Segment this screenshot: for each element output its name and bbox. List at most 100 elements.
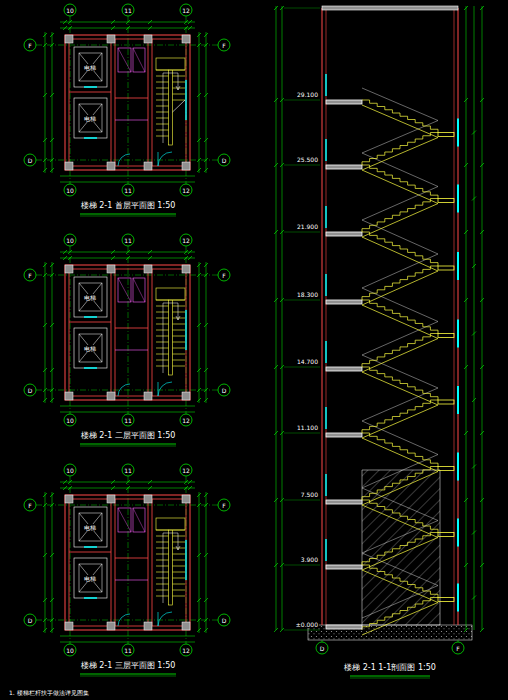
dimension-tick <box>204 263 208 267</box>
stair-tread <box>156 124 169 125</box>
dimension-tick <box>50 323 54 327</box>
stair-tread <box>173 324 186 325</box>
column <box>144 265 152 273</box>
stair-tread <box>156 130 169 131</box>
dimension-tick <box>480 163 484 167</box>
level-line <box>284 232 320 233</box>
shaft <box>133 278 145 302</box>
axis-number: D <box>320 645 325 652</box>
dimension-tick <box>280 298 284 302</box>
stair-flight <box>362 133 438 166</box>
dimension-tick <box>472 465 476 469</box>
column <box>182 622 190 630</box>
window <box>457 584 459 612</box>
dimension-tick <box>197 398 201 402</box>
door <box>325 407 327 429</box>
stair-tread <box>156 354 169 355</box>
wall <box>152 39 153 166</box>
stair-tread <box>156 82 169 83</box>
dimension-tick <box>274 563 278 567</box>
handrail <box>362 521 438 554</box>
floor-slab <box>326 565 362 569</box>
title-text: 楼梯 2-1 二层平面图 1:50 <box>81 431 176 441</box>
stair-tread <box>173 312 186 313</box>
dimension-tick <box>43 398 47 402</box>
stair-tread <box>173 306 186 307</box>
dimension-line <box>206 262 207 403</box>
dimension-tick <box>50 618 54 622</box>
dimension-tick <box>480 365 484 369</box>
dimension-tick <box>197 273 201 277</box>
dimension-tick <box>50 503 54 507</box>
level-line <box>284 8 320 9</box>
axis-bubble <box>122 644 134 656</box>
dimension-tick <box>50 553 54 557</box>
elevation-label: 18.300 <box>296 291 319 298</box>
title-underline <box>80 674 176 675</box>
dimension-tick <box>43 493 47 497</box>
elevator-shaft <box>74 558 107 598</box>
dimension-tick <box>63 250 67 254</box>
elevator-door <box>84 367 97 369</box>
floor-slab <box>326 625 362 629</box>
room-label: 电梯 <box>83 64 97 71</box>
dimension-tick <box>204 398 208 402</box>
dimension-tick <box>464 163 468 167</box>
stair-tread <box>156 360 169 361</box>
arrow-head <box>176 316 180 320</box>
arrow-head <box>176 546 180 550</box>
dimension-tick <box>197 138 201 142</box>
axis-bubble <box>180 464 192 476</box>
column <box>65 392 73 400</box>
dimension-tick <box>197 553 201 557</box>
column <box>65 265 73 273</box>
stair-soffit <box>362 138 438 171</box>
floor-slab <box>326 300 362 304</box>
stair-tread <box>173 584 186 585</box>
stair-flight <box>362 565 438 598</box>
dimension-tick <box>43 618 47 622</box>
stair-tread <box>156 336 169 337</box>
elevation-label: 7.500 <box>300 491 319 498</box>
stair-flight <box>362 467 438 501</box>
dimension-tick <box>50 388 54 392</box>
dimension-tick <box>68 486 72 490</box>
stair-soffit <box>362 603 438 636</box>
dimension-tick <box>197 33 201 37</box>
axis-number: 11 <box>124 237 132 244</box>
floor-slab <box>326 433 362 437</box>
axis-line <box>36 160 218 161</box>
title-underline <box>80 676 176 677</box>
walk-arrow <box>163 533 178 603</box>
dimension-tick <box>480 298 484 302</box>
axis-bubble <box>64 464 76 476</box>
dimension-tick <box>43 598 47 602</box>
dimension-tick <box>148 20 152 24</box>
outer-wall <box>69 499 186 626</box>
axis-line <box>36 505 218 506</box>
title-underline <box>80 444 176 445</box>
axis-line <box>128 246 129 414</box>
door <box>325 341 327 363</box>
dimension-tick <box>274 6 278 10</box>
dimension-tick <box>464 563 468 567</box>
axis-number: 10 <box>66 417 74 424</box>
dimension-tick <box>197 503 201 507</box>
stair-tread <box>156 560 169 561</box>
handrail <box>362 88 438 121</box>
dimension-tick <box>197 93 201 97</box>
stair-tread <box>156 530 169 531</box>
elevator-car <box>79 283 102 311</box>
dimension-tick <box>204 158 208 162</box>
dimension-tick <box>50 368 54 372</box>
shaft <box>118 278 131 302</box>
dimension-tick <box>43 368 47 372</box>
dimension-tick <box>43 263 47 267</box>
dimension-tick <box>472 531 476 535</box>
dimension-tick <box>184 20 188 24</box>
dimension-tick <box>184 480 188 484</box>
wall <box>148 269 149 396</box>
dimension-tick <box>111 20 115 24</box>
dimension-tick <box>480 6 484 10</box>
axis-number: 12 <box>182 647 190 654</box>
